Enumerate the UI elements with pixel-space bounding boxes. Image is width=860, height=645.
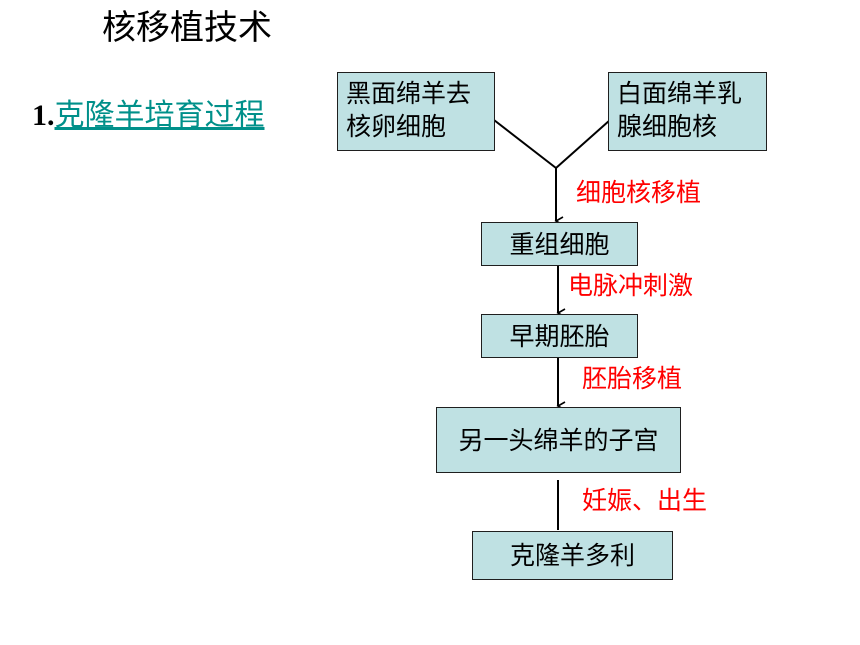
- node-mammary-nucleus-line-1: 白面绵羊乳: [617, 79, 743, 108]
- node-mammary-nucleus-line-2: 腺细胞核: [617, 112, 718, 141]
- node-dolly: 克隆羊多利: [472, 531, 673, 580]
- step-label-embryo-transfer: 胚胎移植: [582, 364, 683, 393]
- slide-title: 核移植技术: [102, 8, 272, 48]
- step-label-nuclear-transfer: 细胞核移植: [576, 178, 702, 207]
- node-reconstructed-cell: 重组细胞: [481, 222, 638, 266]
- node-mammary-nucleus: 白面绵羊乳 腺细胞核: [608, 72, 767, 151]
- section-link[interactable]: 克隆羊培育过程: [54, 98, 265, 133]
- section-heading: 1.克隆羊培育过程: [32, 96, 265, 136]
- section-number: 1.: [32, 99, 55, 132]
- node-enucleated-egg: 黑面绵羊去 核卵细胞: [337, 72, 495, 151]
- step-label-electric-pulse: 电脉冲刺激: [568, 271, 694, 300]
- node-early-embryo: 早期胚胎: [481, 314, 638, 358]
- merge-line-right: [555, 119, 611, 169]
- node-enucleated-egg-line-1: 黑面绵羊去: [346, 79, 472, 108]
- node-enucleated-egg-line-2: 核卵细胞: [346, 112, 447, 141]
- merge-line-left: [493, 119, 557, 169]
- step-label-pregnancy-birth: 妊娠、出生: [582, 486, 708, 515]
- node-surrogate-uterus: 另一头绵羊的子宫: [436, 407, 681, 473]
